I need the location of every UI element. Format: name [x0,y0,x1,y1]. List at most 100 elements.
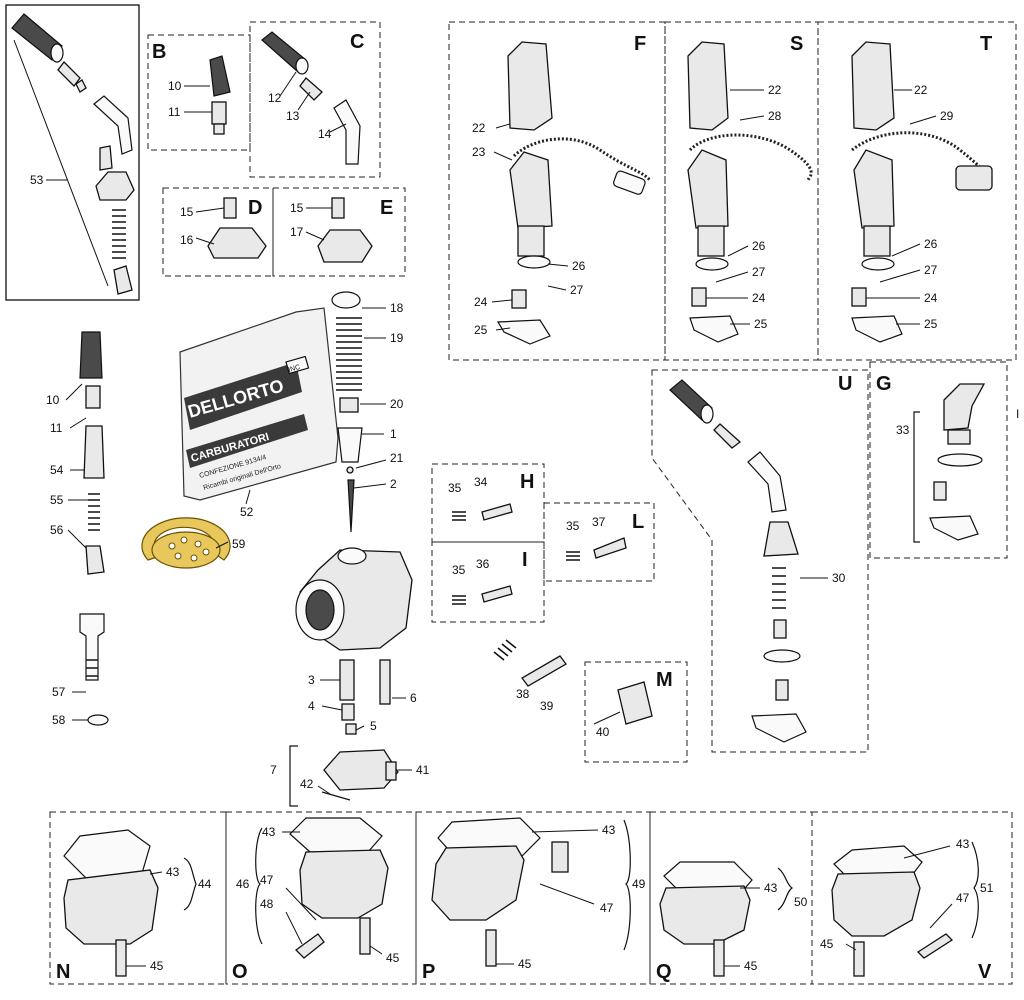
part-number-29: 29 [940,109,954,123]
part-number-2: 2 [390,477,397,491]
section-label-O: O [232,961,248,983]
part-number-54: 54 [50,463,64,477]
section-label-I: I [522,549,528,571]
part-number-58: 58 [52,713,66,727]
box-V [811,811,1013,985]
part-number-10: 10 [46,393,60,407]
part-number-50: 50 [794,895,808,909]
section-label-U: U [838,373,852,395]
part-number-45-v: 45 [820,937,834,951]
section-boxes [5,4,1017,985]
filter-59 [141,517,231,569]
part-number-21: 21 [390,451,404,465]
part-number-25-f: 25 [474,323,488,337]
part-number-36: 36 [476,557,490,571]
section-label-G: G [876,373,892,395]
part-number-12: 12 [268,91,282,105]
part-number-22-t: 22 [914,83,928,97]
section-label-E: E [380,197,393,219]
part-number-10-b: 10 [168,79,182,93]
part-number-19: 19 [390,331,404,345]
part-number-45-p: 45 [518,957,532,971]
part-number-26-f: 26 [572,259,586,273]
part-number-38: 38 [516,687,530,701]
part-number-15-d: 15 [180,205,194,219]
section-labels: B C D E F S T U G H I L M N O P Q V [56,31,992,983]
part-number-55: 55 [50,493,64,507]
box-N [49,811,227,985]
part-number-22-s: 22 [768,83,782,97]
part-number-3: 3 [308,673,315,687]
section-label-P: P [422,961,435,983]
part-number-27-t: 27 [924,263,938,277]
part-number-22-f: 22 [472,121,486,135]
bag-badge: INC [288,364,302,374]
assembly-B-C [209,31,361,165]
section-label-D: D [248,197,262,219]
center-stack [289,291,413,807]
assembly-H-I-L [452,503,653,725]
part-number-25-t: 25 [924,317,938,331]
part-number-43-n: 43 [166,865,180,879]
part-number-47-v: 47 [956,891,970,905]
box-I [431,541,545,623]
braces [183,819,979,951]
part-number-20: 20 [390,397,404,411]
section-label-B: B [152,41,166,63]
part-number-13: 13 [286,109,300,123]
assembly-53 [11,13,135,295]
part-number-51: 51 [980,881,994,895]
part-number-56: 56 [50,523,64,537]
part-number-53: 53 [30,173,44,187]
part-number-49: 49 [632,877,646,891]
parts-bag-52: DELLORTO INC CARBURATORI CONFEZIONE 9134… [179,307,339,501]
part-number-5: 5 [370,719,377,733]
assembly-G [913,383,986,543]
part-number-52: 52 [240,505,254,519]
part-number-6: 6 [410,691,417,705]
part-number-24-t: 24 [924,291,938,305]
part-number-stray: I [1016,407,1019,421]
part-number-25-s: 25 [754,317,768,331]
part-number-43-v: 43 [956,837,970,851]
part-number-59: 59 [232,537,246,551]
part-number-30: 30 [832,571,846,585]
part-number-43-p: 43 [602,823,616,837]
part-number-7: 7 [270,763,277,777]
part-number-42: 42 [300,777,314,791]
leader-lines [65,71,953,967]
box-C [249,21,381,178]
float-bowls [63,817,954,977]
section-label-S: S [790,33,803,55]
part-number-57: 57 [52,685,66,699]
part-number-37: 37 [592,515,606,529]
part-number-40: 40 [596,725,610,739]
part-number-45-n: 45 [150,959,164,973]
part-number-14: 14 [318,127,332,141]
part-number-35-i: 35 [452,563,466,577]
box-M [584,661,688,763]
part-number-41: 41 [416,763,430,777]
section-label-T: T [980,33,992,55]
box-53 [5,4,140,301]
part-number-17: 17 [290,225,304,239]
part-number-46: 46 [236,877,250,891]
starter-F-S-T [496,41,993,345]
section-label-F: F [634,33,646,55]
section-label-Q: Q [656,961,672,983]
part-number-45-o: 45 [386,951,400,965]
part-number-26-t: 26 [924,237,938,251]
part-number-44: 44 [198,877,212,891]
part-number-26-s: 26 [752,239,766,253]
part-number-24-s: 24 [752,291,766,305]
section-label-L: L [632,511,644,533]
part-number-28: 28 [768,109,782,123]
left-column-parts [79,331,109,726]
part-number-16: 16 [180,233,194,247]
part-number-24-f: 24 [474,295,488,309]
part-number-35-l: 35 [566,519,580,533]
part-numbers: 53 10 11 12 13 14 15 16 15 17 18 19 20 1… [30,79,1019,973]
part-number-27-s: 27 [752,265,766,279]
part-number-43-q: 43 [764,881,778,895]
section-label-M: M [656,669,673,691]
